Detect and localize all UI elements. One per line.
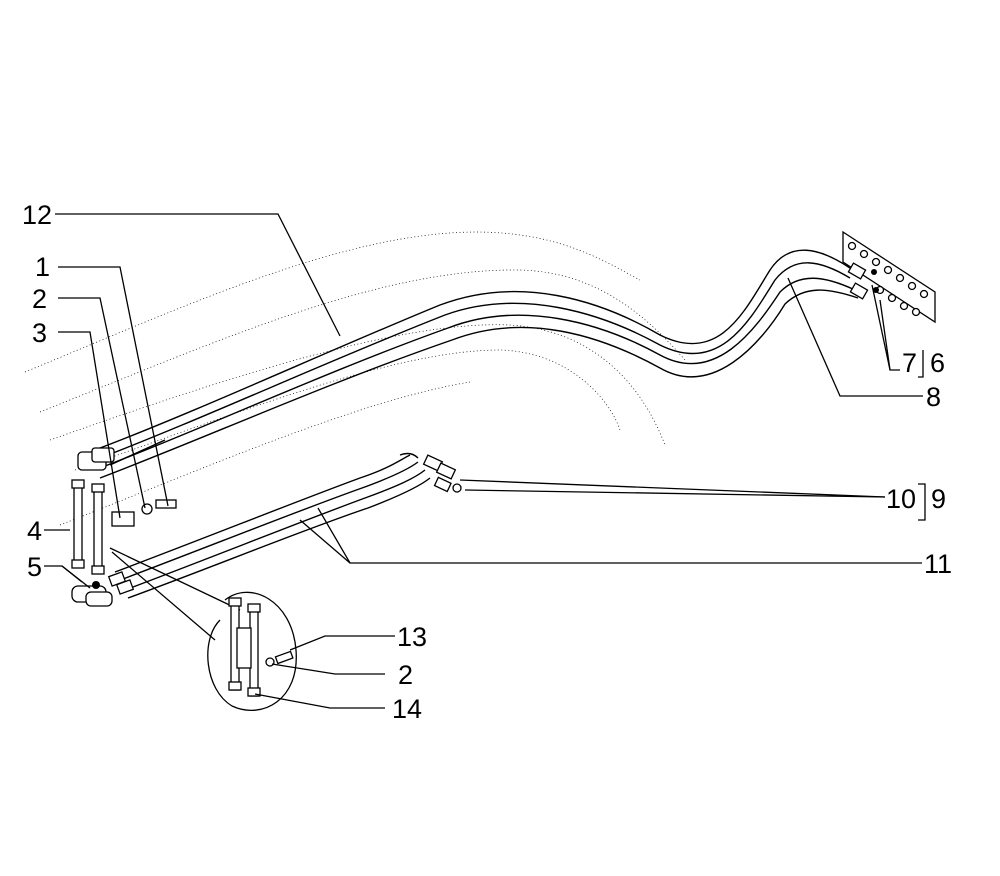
- callout-4: 4: [27, 516, 42, 546]
- callout-1: 1: [35, 252, 50, 282]
- callout-8: 8: [926, 382, 941, 412]
- callout-10: 10: [886, 484, 916, 514]
- callout-3: 3: [32, 318, 47, 348]
- callout-13: 13: [397, 622, 427, 652]
- callout-5: 5: [27, 552, 42, 582]
- control-valve-block: [842, 230, 936, 324]
- leader-lines: [44, 213, 926, 709]
- callout-14: 14: [392, 694, 422, 724]
- callout-6: 6: [930, 348, 945, 378]
- upper-hose-assembly: [99, 249, 859, 479]
- callout-7: 7: [902, 348, 917, 378]
- callout-11: 11: [924, 549, 952, 579]
- callout-2: 2: [32, 284, 47, 314]
- callout-9: 9: [931, 484, 946, 514]
- left-fittings-group: [71, 447, 241, 641]
- detail-view: [207, 591, 297, 711]
- callout-12: 12: [22, 200, 52, 230]
- callout-labels: 12 1 2 3 4 5 7 6 8 10 9 11 13 2 14: [22, 200, 952, 724]
- lower-hose-assembly: [114, 452, 462, 599]
- callout-2-detail: 2: [398, 660, 413, 690]
- ghost-contours: [24, 231, 686, 526]
